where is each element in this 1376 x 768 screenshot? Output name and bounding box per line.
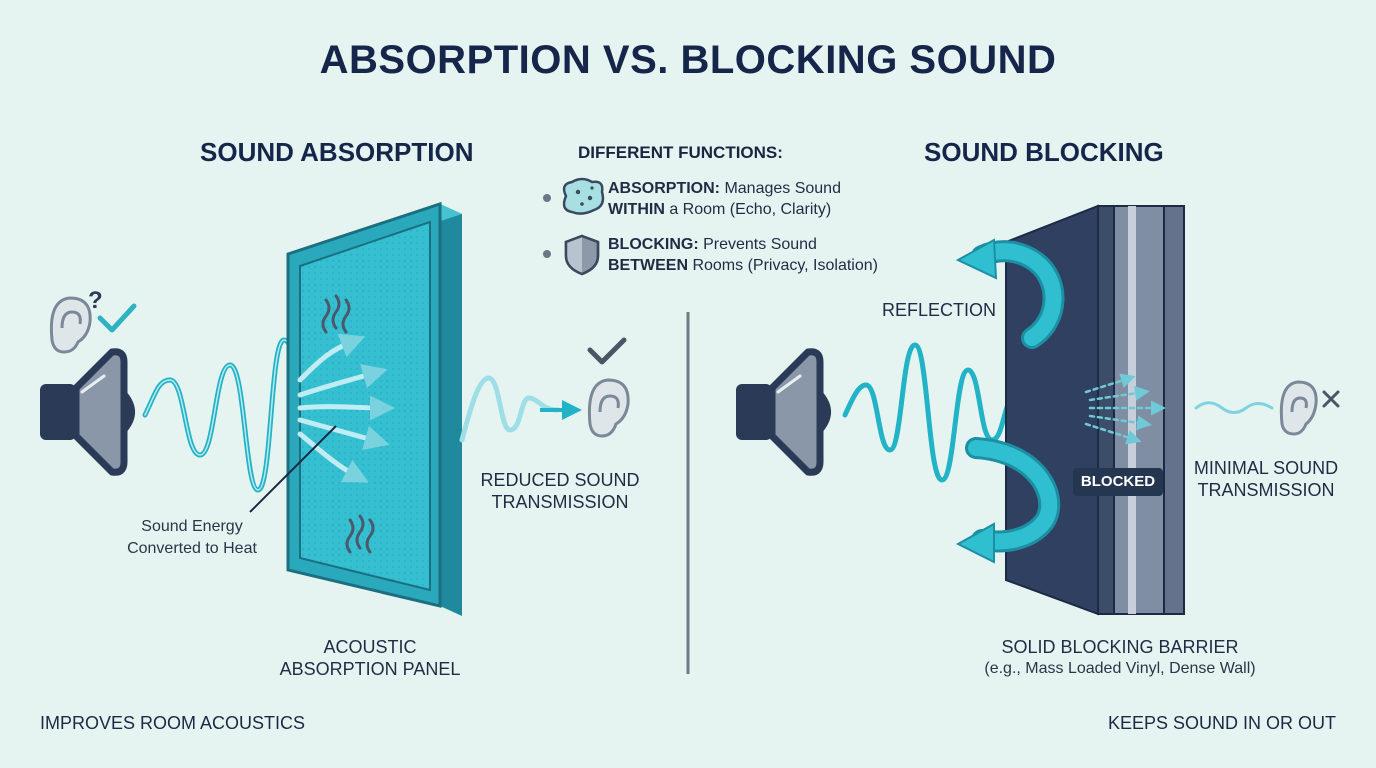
reflection-arrow-top bbox=[955, 238, 1065, 349]
sponge-icon bbox=[562, 177, 605, 215]
barrier-sub-label: (e.g., Mass Loaded Vinyl, Dense Wall) bbox=[984, 660, 1256, 677]
energy-leader-line bbox=[249, 425, 337, 513]
barrier-label: SOLID BLOCKING BARRIER bbox=[1001, 637, 1239, 657]
minimal-label-line2: TRANSMISSION bbox=[1197, 480, 1335, 500]
sound-wave-left bbox=[142, 337, 313, 493]
page-title: ABSORPTION VS. BLOCKING SOUND bbox=[319, 38, 1057, 82]
bullet-dot bbox=[543, 194, 551, 202]
energy-label-line2: Converted to Heat bbox=[127, 540, 257, 557]
speaker-icon-left bbox=[40, 348, 135, 476]
blocking-barrier bbox=[1005, 204, 1185, 616]
blocking-function-line1: BLOCKING: Prevents Sound bbox=[608, 236, 817, 253]
absorption-arrows bbox=[297, 333, 395, 483]
energy-label-line1: Sound Energy bbox=[141, 518, 243, 535]
panel-label-line2: ABSORPTION PANEL bbox=[279, 659, 461, 679]
blocking-heading: SOUND BLOCKING bbox=[924, 137, 1164, 167]
blocked-badge: BLOCKED bbox=[1073, 468, 1163, 496]
minimal-wave bbox=[1194, 401, 1274, 414]
ear-x-icon bbox=[1279, 380, 1340, 436]
panel-label-line1: ACOUSTIC bbox=[323, 637, 417, 657]
reduced-label-line1: REDUCED SOUND bbox=[480, 470, 640, 490]
minimal-label-line1: MINIMAL SOUND bbox=[1193, 458, 1339, 478]
reduced-wave bbox=[459, 375, 561, 443]
ear-check-icon bbox=[587, 337, 630, 438]
functions-heading: DIFFERENT FUNCTIONS: bbox=[578, 143, 783, 162]
speaker-icon-right bbox=[736, 348, 831, 476]
left-footer: IMPROVES ROOM ACOUSTICS bbox=[40, 713, 306, 733]
ear-question-icon: ? bbox=[49, 287, 137, 354]
reflection-label: REFLECTION bbox=[882, 300, 997, 320]
heat-icon-bottom bbox=[345, 514, 375, 554]
heat-icon-top bbox=[321, 294, 351, 334]
shield-icon bbox=[564, 234, 600, 276]
blocking-function-line2: BETWEEN Rooms (Privacy, Isolation) bbox=[608, 257, 878, 274]
absorption-function-line2: WITHIN a Room (Echo, Clarity) bbox=[608, 201, 832, 218]
bullet-dot bbox=[543, 250, 551, 258]
absorption-function-line1: ABSORPTION: Manages Sound bbox=[608, 180, 841, 197]
svg-text:?: ? bbox=[88, 287, 103, 314]
absorption-heading: SOUND ABSORPTION bbox=[200, 137, 474, 167]
reflection-arrow-bottom bbox=[955, 437, 1061, 564]
right-footer: KEEPS SOUND IN OR OUT bbox=[1108, 713, 1337, 733]
blocked-arrows bbox=[1084, 373, 1166, 445]
reduced-label-line2: TRANSMISSION bbox=[491, 492, 629, 512]
